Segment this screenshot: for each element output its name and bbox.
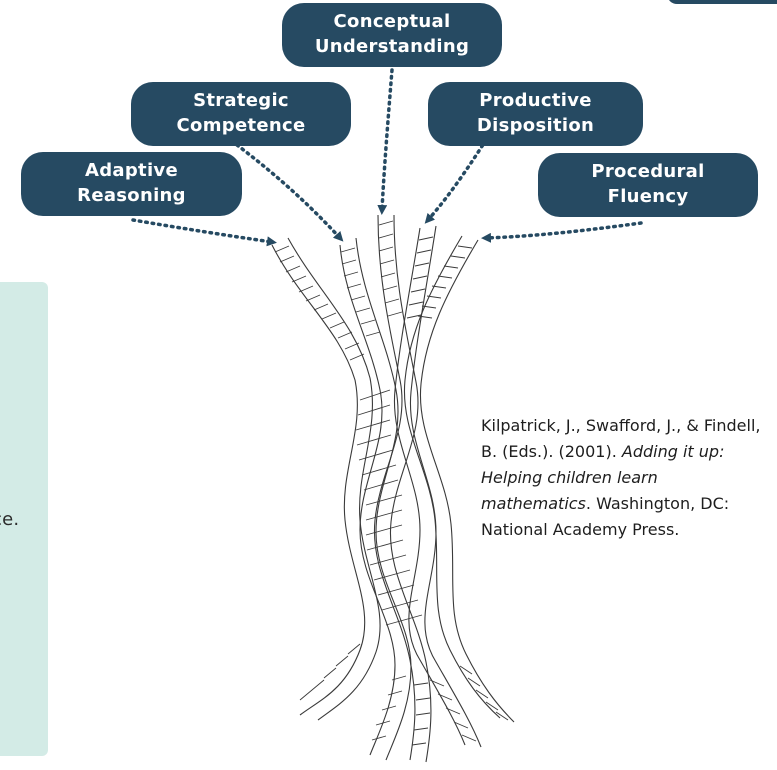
pill-strategic-competence: Strategic Competence — [131, 82, 351, 146]
side-panel — [0, 282, 48, 756]
rope-strand-5 — [403, 235, 501, 719]
citation-authors: Kilpatrick, J., Swafford, J., & Findell,… — [481, 416, 761, 461]
pill-conceptual-understanding: Conceptual Understanding — [282, 3, 502, 67]
rope-strand-3 — [373, 214, 416, 761]
side-panel-text: ce. — [0, 509, 20, 530]
pill-productive-disposition-line1: Productive — [479, 90, 592, 111]
arrow-procedural-fluency — [481, 221, 643, 243]
arrow-strategic-competence — [235, 143, 344, 242]
pill-productive-disposition-line2: Disposition — [476, 115, 595, 136]
pill-strategic-competence-line1: Strategic — [193, 90, 289, 111]
rope-strand-2 — [339, 244, 396, 756]
corner-tab — [667, 0, 777, 4]
pill-productive-disposition: Productive Disposition — [428, 82, 643, 146]
pill-strategic-competence-line2: Competence — [176, 115, 306, 136]
pill-procedural-fluency: Procedural Fluency — [538, 153, 758, 217]
rope-strand-4 — [393, 227, 466, 746]
citation-publisher: . Washington, DC: National Academy Press… — [481, 494, 730, 539]
pill-adaptive-reasoning-line1: Adaptive — [85, 160, 178, 181]
rope-strand-1 — [271, 244, 366, 716]
pill-adaptive-reasoning-line2: Reasoning — [77, 185, 186, 206]
arrow-adaptive-reasoning — [131, 218, 277, 247]
pill-procedural-fluency-line2: Fluency — [607, 186, 689, 207]
pill-conceptual-understanding-line1: Conceptual — [333, 11, 451, 32]
pill-conceptual-understanding-line2: Understanding — [314, 36, 470, 57]
arrow-conceptual-understanding — [377, 68, 394, 215]
pill-adaptive-reasoning: Adaptive Reasoning — [21, 152, 242, 216]
citation: Kilpatrick, J., Swafford, J., & Findell,… — [481, 413, 771, 543]
arrow-productive-disposition — [424, 138, 488, 224]
citation-title: Adding it up: Helping children learn mat… — [481, 442, 725, 513]
pill-procedural-fluency-line1: Procedural — [591, 161, 705, 182]
